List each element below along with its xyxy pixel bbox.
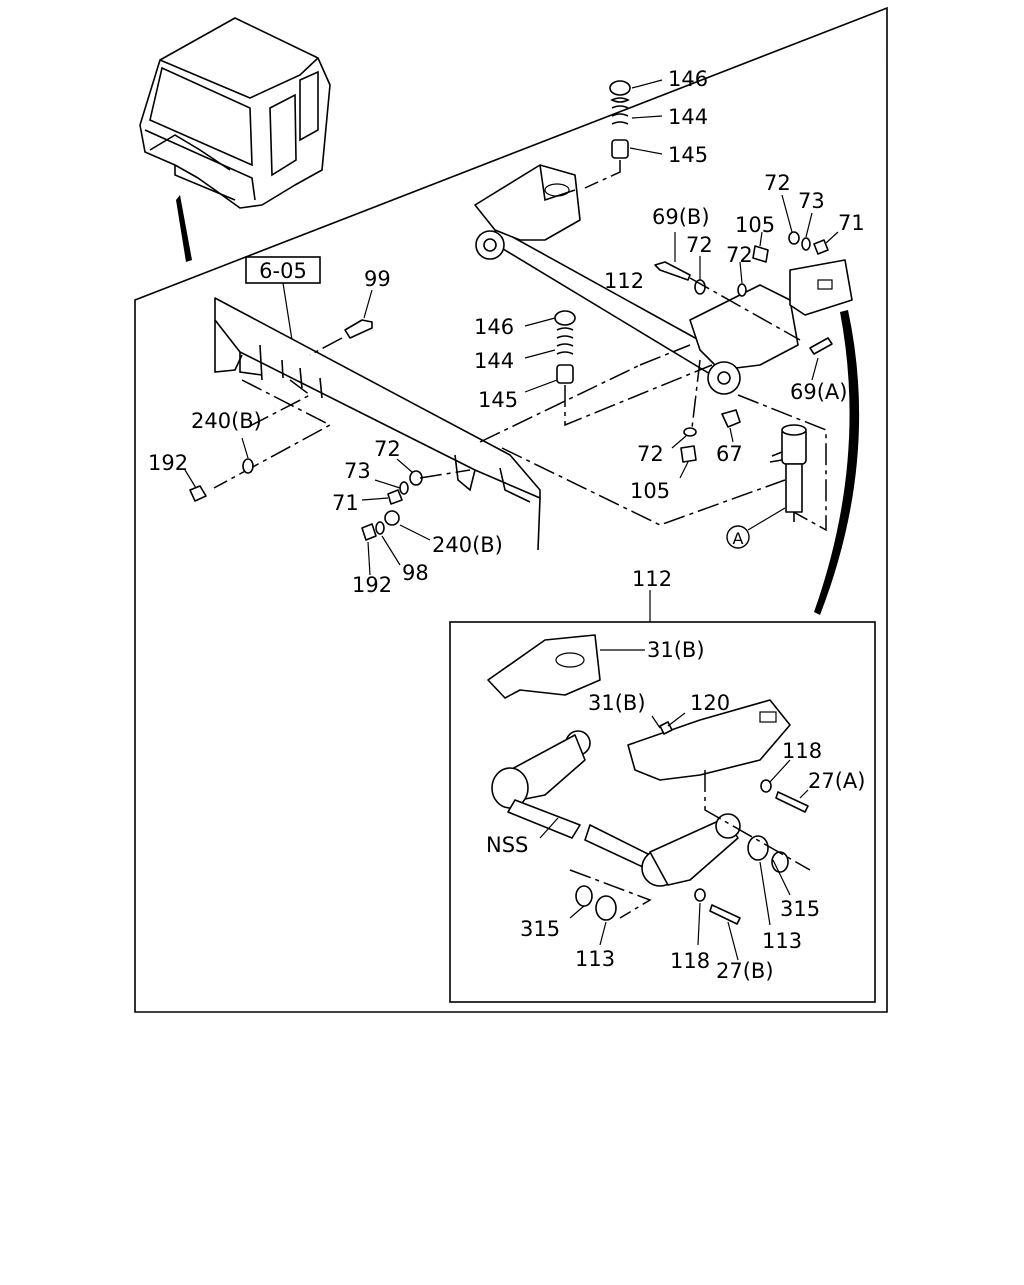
inset-arm-left [491,730,591,839]
label-315-left: 315 [520,917,560,941]
cab-illustration [139,17,331,209]
label-120: 120 [690,691,730,715]
bolt-99 [344,319,373,339]
nut-192-bottom [361,523,377,541]
label-113-right: 113 [762,929,802,953]
bump-cap-top [609,80,631,96]
inset-bracket-top [487,634,645,699]
label-67: 67 [716,442,743,466]
label-73-a: 73 [798,189,825,213]
label-nss: NSS [486,833,528,857]
main-frame [134,6,888,1013]
ref-box-label: 6-05 [259,259,307,283]
label-146-mid: 146 [474,315,514,339]
arrow-curve [814,310,860,615]
bolt-105b [680,445,697,463]
label-71-a: 71 [838,211,865,235]
label-240b-left: 240(B) [191,409,262,433]
label-99: 99 [364,267,391,291]
label-31b-mid: 31(B) [588,691,646,715]
bumper-top [611,139,629,159]
label-113-left: 113 [575,947,615,971]
label-71-b: 71 [332,491,359,515]
label-144-top: 144 [668,105,708,129]
label-27b: 27(B) [716,959,774,983]
arrow-cab [176,195,192,262]
bump-cap-mid [554,310,576,326]
bumper-mid [556,364,574,384]
bolt-69a [809,337,833,355]
washer-315-left [575,885,593,907]
shock-absorber [769,424,807,522]
label-105-a: 105 [735,213,775,237]
circle-ref-a-label: A [733,529,744,548]
washer-118-bottom [694,888,706,902]
label-112-a: 112 [604,269,644,293]
bolt-27a [775,791,809,813]
label-240b-right: 240(B) [432,533,503,557]
label-31b-top: 31(B) [647,638,705,662]
label-105-b: 105 [630,479,670,503]
front-cross-member [214,297,541,551]
label-145-top: 145 [668,143,708,167]
bolt-69b [654,261,691,281]
bushing-113-right [747,835,769,861]
label-69b: 69(B) [652,205,710,229]
label-69a: 69(A) [790,380,847,404]
label-144-mid: 144 [474,349,514,373]
label-145-mid: 145 [478,388,518,412]
bolt-27b [709,904,741,925]
nut-67 [721,409,741,428]
stabilizer-bar-upper [474,164,853,395]
label-72-c: 72 [726,243,753,267]
washer-118-top [760,779,772,793]
circle-ref-a [726,525,750,549]
label-192-bottom: 192 [352,573,392,597]
inset-bracket-mid [627,699,791,781]
inset-arm-right [584,813,741,887]
label-72-e: 72 [374,437,401,461]
label-72-d: 72 [637,442,664,466]
label-315-right: 315 [780,897,820,921]
label-27a: 27(A) [808,769,865,793]
label-73-b: 73 [344,459,371,483]
bushing-113-left [595,895,617,921]
label-118-top: 118 [782,739,822,763]
label-118-bottom: 118 [670,949,710,973]
label-72-a: 72 [764,171,791,195]
label-192-left: 192 [148,451,188,475]
label-146-top: 146 [668,67,708,91]
inset-frame [449,621,876,1003]
label-98: 98 [402,561,429,585]
label-72-b: 72 [686,233,713,257]
label-112-b: 112 [632,567,672,591]
nut-71 [387,489,403,505]
nut-192-left [189,485,207,502]
